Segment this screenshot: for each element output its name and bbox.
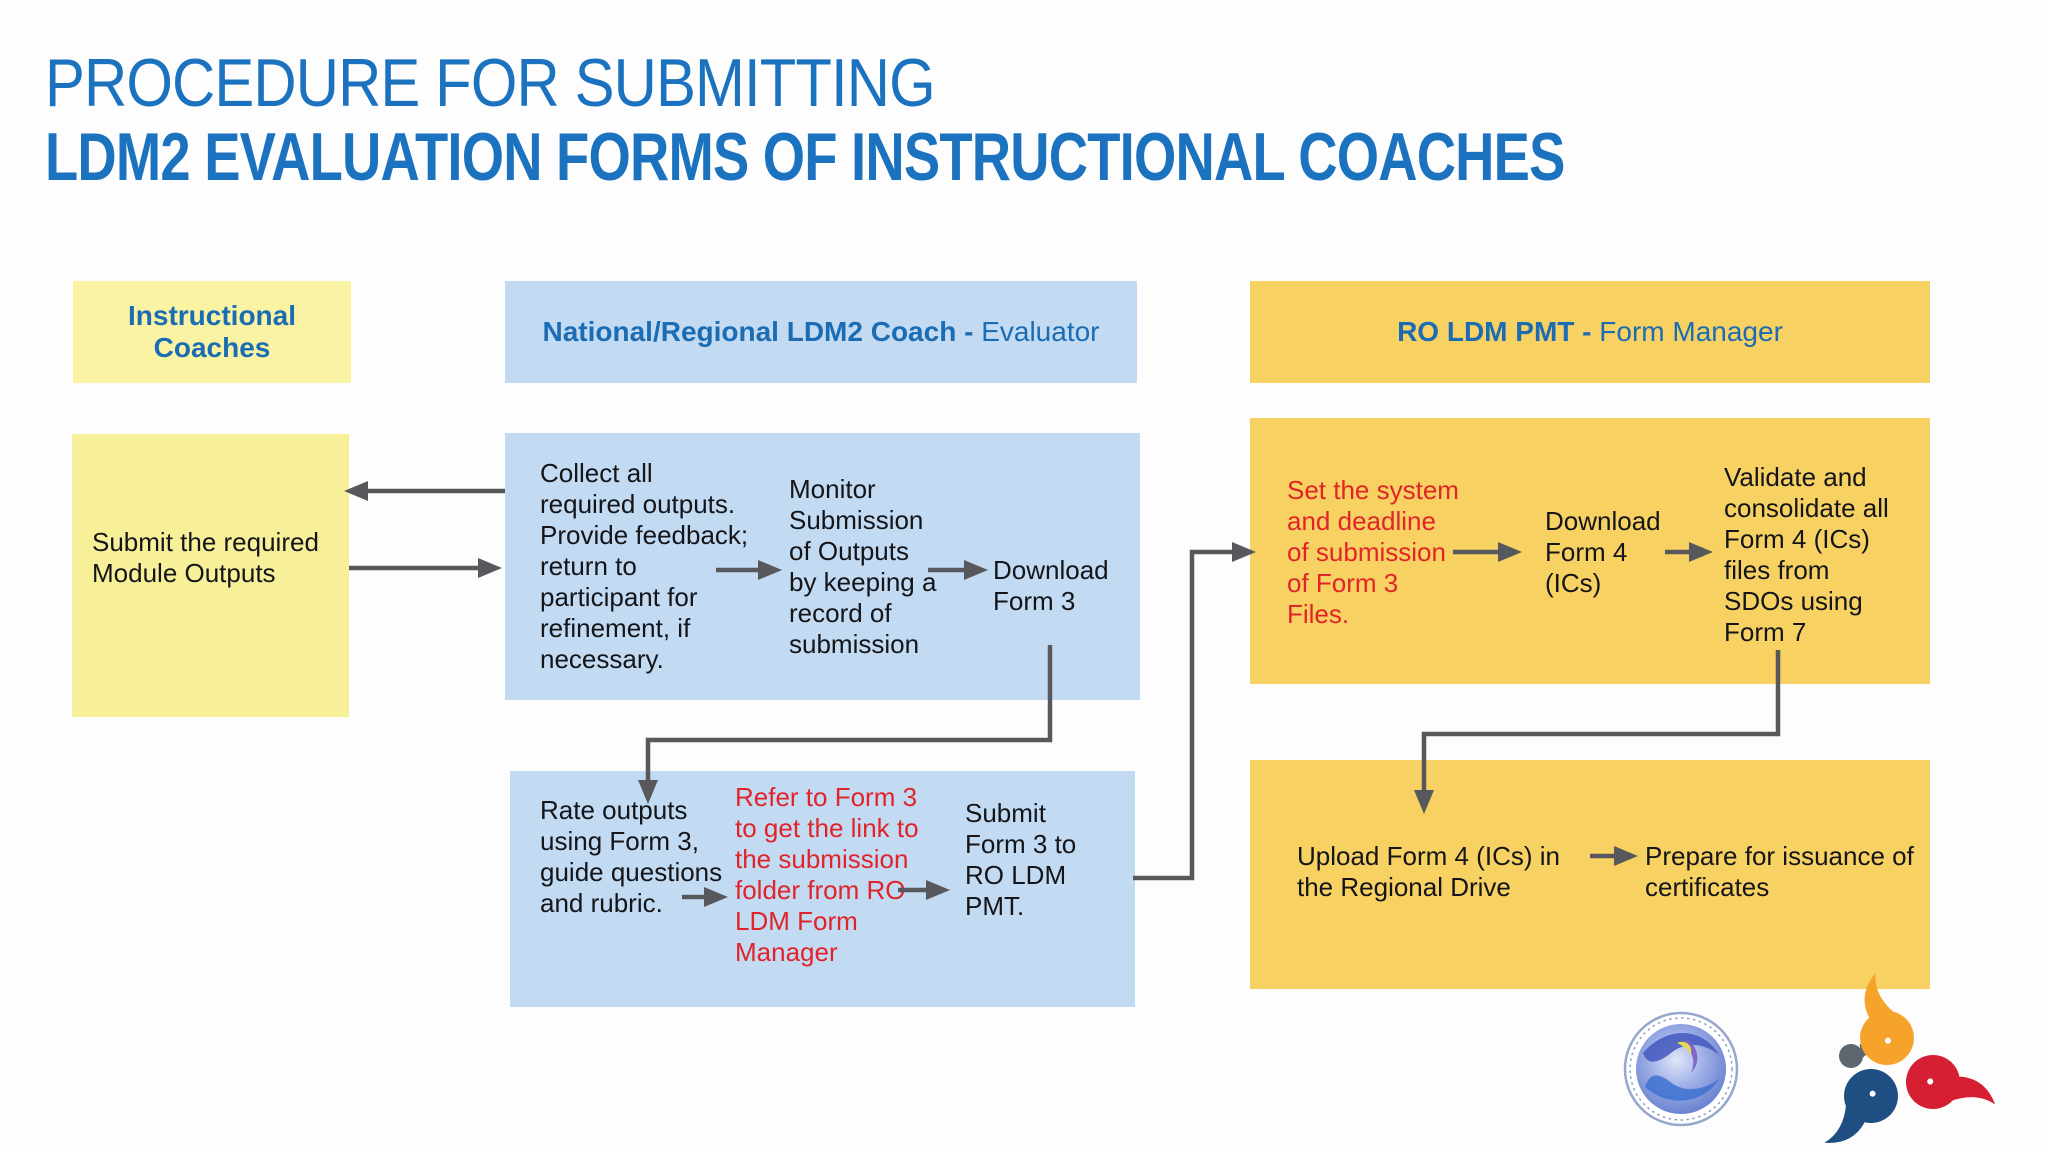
- lane-header-label: National/Regional LDM2 Coach - Evaluator: [542, 316, 1100, 347]
- step-set-system-deadline: Set the system and deadline of submissio…: [1287, 475, 1459, 629]
- page-title: PROCEDURE FOR SUBMITTING: [45, 45, 936, 121]
- lane-header-coach-evaluator: National/Regional LDM2 Coach - Evaluator: [505, 281, 1137, 383]
- step-validate-consolidate: Validate and consolidate all Form 4 (ICs…: [1724, 462, 1889, 647]
- step-prepare-certificates: Prepare for issuance of certificates: [1645, 841, 1914, 902]
- swirl-blue-blob: [1824, 1069, 1898, 1143]
- step-download-form4: Download Form 4 (ICs): [1545, 506, 1661, 598]
- step-download-form3: Download Form 3: [993, 555, 1109, 616]
- step-monitor-submission: Monitor Submission of Outputs by keeping…: [789, 474, 937, 659]
- seal-logo-icon: [1623, 1011, 1739, 1127]
- step-submit-form3: Submit Form 3 to RO LDM PMT.: [965, 798, 1077, 921]
- lane-header-ro-ldm-pmt: RO LDM PMT - Form Manager: [1250, 281, 1930, 383]
- lane-header-instructional-coaches: Instructional Coaches: [73, 281, 351, 383]
- step-upload-form4: Upload Form 4 (ICs) in the Regional Driv…: [1297, 841, 1560, 902]
- step-submit-required-module-outputs: Submit the required Module Outputs: [92, 527, 319, 588]
- flowbox-pmt-setup: Set the system and deadline of submissio…: [1250, 418, 1930, 684]
- swirl-gray-accent: [1839, 1042, 1884, 1068]
- flowbox-pmt-upload: Upload Form 4 (ICs) in the Regional Driv…: [1250, 760, 1930, 989]
- flowbox-coach-evaluation: Collect all required outputs. Provide fe…: [505, 433, 1140, 700]
- lane-header-label: Instructional Coaches: [127, 300, 296, 363]
- flowbox-submit-required: Submit the required Module Outputs: [72, 434, 349, 717]
- swirl-logo-icon: [1824, 972, 1996, 1143]
- lane-header-label: RO LDM PMT - Form Manager: [1397, 316, 1783, 347]
- page-subtitle: LDM2 EVALUATION FORMS OF INSTRUCTIONAL C…: [45, 119, 1565, 195]
- step-collect-outputs: Collect all required outputs. Provide fe…: [540, 458, 749, 674]
- step-rate-outputs: Rate outputs using Form 3, guide questio…: [540, 795, 723, 918]
- swirl-red-blob: [1906, 1055, 1996, 1109]
- arrow-submit3-to-setsystem-icon: [1133, 542, 1256, 881]
- step-refer-form3: Refer to Form 3 to get the link to the s…: [735, 782, 919, 967]
- flowbox-coach-rating: Rate outputs using Form 3, guide questio…: [510, 771, 1135, 1007]
